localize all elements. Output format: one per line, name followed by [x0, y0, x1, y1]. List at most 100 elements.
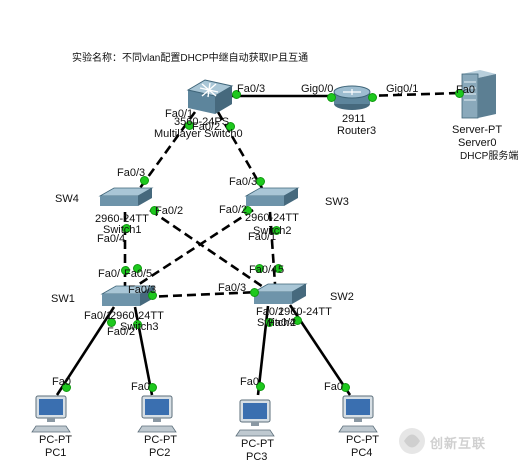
port-dot	[232, 90, 241, 99]
port-dot	[293, 316, 302, 325]
sw3-port-fa03: Fa0/3	[229, 176, 258, 188]
lab-title: 实验名称：不同vlan配置DHCP中继自动获取IP且互通	[72, 53, 309, 64]
sw1-tag: SW1	[51, 293, 75, 305]
server-name-label: Server0	[458, 137, 497, 149]
link-router-server	[364, 91, 461, 98]
ms-name-label: Multilayer Switch0	[154, 128, 243, 140]
port-dot	[341, 383, 350, 392]
ms-model-label: 3560-24PS	[174, 116, 230, 128]
port-dot	[243, 206, 252, 215]
sw2-port-fa01: Fa0/1	[256, 306, 285, 318]
pc1-port-fa0: Fa0	[52, 376, 71, 388]
pc3-icon[interactable]	[235, 399, 275, 437]
sw1-port-fa02: Fa0/2	[107, 326, 136, 338]
pc2-model-label: PC-PT	[144, 434, 177, 446]
port-dot	[62, 383, 71, 392]
port-dot	[368, 93, 377, 102]
port-dot	[265, 318, 274, 327]
sw4-port-fa02: Fa0/2	[155, 205, 184, 217]
ms-port-fa01: Fa0/1	[165, 108, 194, 120]
sw4-port-fa03: Fa0/3	[117, 167, 146, 179]
port-dot	[140, 176, 149, 185]
pc2-icon[interactable]	[137, 395, 177, 433]
router-model-label: 2911	[342, 113, 366, 125]
sw1-port-fa0x: Fa0/	[98, 268, 121, 280]
server-model-label: Server-PT	[452, 124, 503, 136]
sw2-tag: SW2	[330, 291, 354, 303]
sw4-name-label: Switch1	[103, 224, 142, 236]
pc2-name-label: PC2	[149, 447, 171, 459]
sw1-port-fa01: Fa0/1	[84, 310, 113, 322]
sw3-tag: SW3	[325, 196, 349, 208]
router-port-gig00: Gig0/0	[301, 83, 334, 95]
sw2-port-fa03: Fa0/3	[218, 282, 247, 294]
sw1-port-fa03: Fa0/3	[128, 284, 157, 296]
port-dot	[148, 383, 157, 392]
link-sw3-sw2	[268, 211, 277, 285]
pc3-model-label: PC-PT	[241, 438, 274, 450]
port-dot	[256, 382, 265, 391]
server-note-label: DHCP服务端	[460, 151, 519, 162]
port-dot	[133, 264, 142, 273]
pc4-name-label: PC4	[351, 447, 373, 459]
pc1-model-label: PC-PT	[39, 434, 72, 446]
pc4-icon[interactable]	[338, 395, 378, 433]
sw2-model-label: 2960-24TT	[278, 306, 332, 318]
pc1-name-label: PC1	[45, 447, 67, 459]
link-sw1-sw2	[144, 290, 261, 299]
sw2-port-fa04: Fa0/4	[249, 264, 278, 276]
sw3-port-fa02: Fa0/2	[219, 204, 248, 216]
port-dot	[256, 177, 265, 186]
sw1-model-label: 2960-24TT	[110, 310, 164, 322]
sw2-port-fa02: Fa0/2	[268, 317, 297, 329]
port-dot	[272, 226, 281, 235]
port-dot	[274, 264, 283, 273]
router-name-label: Router3	[337, 125, 377, 137]
switch-sw1-icon[interactable]	[100, 285, 156, 306]
switch-sw3-icon[interactable]	[244, 187, 300, 206]
link-sw3-sw1	[129, 208, 254, 292]
pc1-icon[interactable]	[31, 395, 71, 433]
sw4-tag: SW4	[55, 193, 79, 205]
router-port-gig01: Gig0/1	[386, 83, 419, 95]
port-dot	[133, 320, 142, 329]
server-port-fa0: Fa0	[456, 84, 475, 96]
port-dot	[148, 291, 157, 300]
port-dot	[455, 89, 464, 98]
sw1-port-fa05: Fa0/5	[124, 268, 153, 280]
port-dot	[226, 122, 235, 131]
sw4-model-label: 2960-24TT	[95, 213, 149, 225]
sw3-port-fa01: Fa0/1	[248, 231, 277, 243]
port-dot	[250, 288, 259, 297]
ms-port-fa02: Fa0/2	[192, 121, 221, 133]
switch-sw4-icon[interactable]	[98, 187, 154, 206]
sw1-name-label: Switch3	[120, 321, 159, 333]
link-sw1-pc1	[55, 306, 116, 396]
multilayer-switch-icon[interactable]	[186, 79, 234, 114]
watermark-text: 创新互联	[430, 436, 487, 451]
port-dot	[121, 266, 130, 275]
pc3-port-fa0: Fa0	[240, 376, 259, 388]
pc4-port-fa0: Fa0	[324, 381, 343, 393]
port-dot	[122, 224, 131, 233]
link-sw4-sw2	[149, 208, 273, 295]
port-dot	[150, 206, 159, 215]
port-dot	[185, 121, 194, 130]
ms-port-fa03: Fa0/3	[237, 83, 266, 95]
port-dot	[107, 318, 116, 327]
port-dot	[327, 93, 336, 102]
sw4-port-fa04: Fa0/4	[97, 233, 126, 245]
switch-sw2-icon[interactable]	[252, 283, 308, 304]
router-icon[interactable]	[333, 85, 371, 110]
pc4-model-label: PC-PT	[346, 434, 379, 446]
pc3-name-label: PC3	[246, 451, 268, 463]
port-dot	[255, 264, 264, 273]
link-ms-sw3	[216, 111, 264, 189]
sw3-model-label: 2960-24TT	[245, 212, 299, 224]
sw2-name-label: Switch4	[257, 317, 296, 329]
watermark-logo-icon	[399, 428, 425, 454]
pc2-port-fa0: Fa0	[131, 381, 150, 393]
sw3-name-label: Switch2	[253, 225, 292, 237]
sw2-port-fa05: 5	[278, 264, 285, 276]
